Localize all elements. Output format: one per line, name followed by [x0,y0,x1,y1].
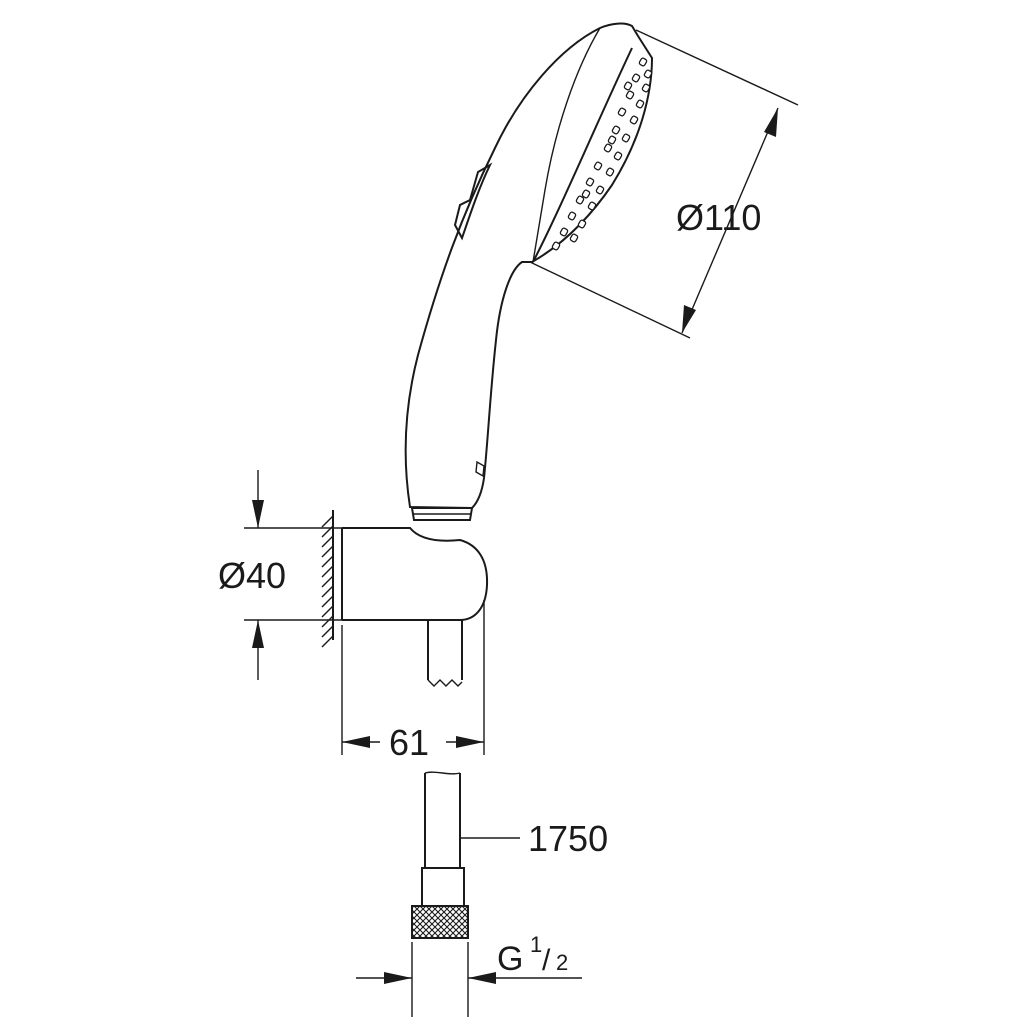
nozzle [623,81,633,91]
nozzle [621,133,631,143]
nozzle [617,107,627,117]
nozzle [567,211,577,221]
nozzle [575,195,585,205]
wall-hatch-line [321,545,334,558]
head-rim [532,27,601,263]
head-diameter-label: Ø110 [676,197,761,238]
wall-holder [341,527,489,687]
nozzle [638,57,648,67]
wall-hatch-line [321,605,334,618]
dimension-thread: G 1 / 2 [356,932,582,1017]
dimension-head-diameter: Ø110 [529,29,799,339]
nozzle [569,233,579,243]
nozzle [559,227,569,237]
wall-hatch-line [321,535,334,548]
nozzle [643,69,653,79]
nozzle [603,143,613,153]
thread-numerator-label: 1 [530,932,542,957]
thread-prefix-label: G [497,940,523,978]
knurled-nut [411,905,469,939]
nozzle [581,189,591,199]
dimension-holder-depth: 61 [341,600,485,763]
nozzle [641,83,651,93]
handle-detail [475,460,485,478]
nozzle [635,99,645,109]
dimension-hose-length: 1750 [460,818,608,859]
thread-slash-label: / [542,944,551,977]
wall-hatch-line [321,615,334,628]
nozzle [551,241,561,251]
nozzle [607,135,617,145]
wall-mount-surface [321,510,334,648]
nozzle [613,151,623,161]
nozzle [585,177,595,187]
nozzle [595,185,605,195]
thread-denominator-label: 2 [556,950,568,975]
hand-shower [404,22,654,510]
wall-hatch-line [321,565,334,578]
holder-diameter-label: Ø40 [218,555,286,596]
hose-length-label: 1750 [528,818,608,859]
handle-connector [410,507,474,521]
nozzle [587,201,597,211]
mode-selector-button [453,162,493,241]
dimension-holder-diameter: Ø40 [218,470,342,680]
wall-hatch-line [321,575,334,588]
wall-hatch-line [321,515,334,528]
shower-handle-outline [404,22,654,510]
nozzle [577,219,587,229]
shower-hose [411,771,469,939]
nozzle [625,90,635,100]
wall-hatch-line [321,555,334,568]
nozzle [611,125,621,135]
spray-face-edge [532,47,633,263]
nozzle [631,73,641,83]
wall-hatch-line [321,595,334,608]
holder-depth-label: 61 [389,722,429,763]
nozzle [593,161,603,171]
wall-hatch-line [321,585,334,598]
wall-hatch-line [321,625,334,638]
nozzle [629,115,639,125]
wall-hatch-line [321,635,334,648]
nozzle [605,167,615,177]
spray-nozzles [551,57,653,251]
